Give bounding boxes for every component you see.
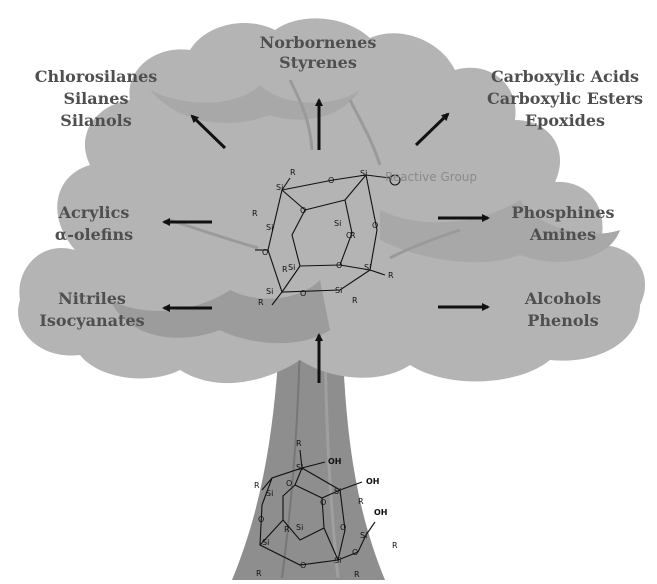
label-isocyanates: Isocyanates [39,311,144,330]
o-atom: O [328,176,334,185]
si-atom: Si [360,531,367,540]
r-group: R [350,231,356,240]
o-atom: O [336,261,342,270]
label-phosphines: Phosphines [511,203,614,222]
label-reactive-group: Reactive Group [385,170,477,184]
si-atom: Si [262,538,269,547]
label-carboxylic-acids: Carboxylic Acids [491,67,639,86]
label-nitriles: Nitriles [58,289,126,308]
si-atom: Si [364,263,371,272]
label-silanes: Silanes [64,89,129,108]
si-atom: Si [334,219,341,228]
r-group: R [352,296,358,305]
label-carboxylic-esters: Carboxylic Esters [487,89,643,108]
oh-group: OH [366,477,380,486]
o-atom: O [372,221,378,230]
o-atom: O [300,289,306,298]
r-group: R [296,439,302,448]
oh-group: OH [328,457,342,466]
si-atom: Si [335,286,342,295]
label-styrenes: Styrenes [279,53,357,72]
si-atom: Si [296,523,303,532]
si-atom: Si [266,223,273,232]
si-atom: Si [288,263,295,272]
r-group: R [282,265,288,274]
label-chlorosilanes: Chlorosilanes [35,67,158,86]
label-alpha-olefins: α-olefins [55,225,133,244]
o-atom: O [352,548,358,557]
o-atom: O [320,498,326,507]
label-acrylics: Acrylics [58,203,130,222]
r-group: R [290,168,296,177]
r-group: R [258,298,264,307]
o-atom: O [262,248,268,257]
r-group: R [252,209,258,218]
label-epoxides: Epoxides [525,111,605,130]
si-atom: Si [360,169,367,178]
si-atom: Si [266,489,273,498]
label-phenols: Phenols [527,311,598,330]
r-group: R [256,569,262,578]
o-atom: O [300,206,306,215]
si-atom: Si [334,556,341,565]
r-group: R [284,525,290,534]
r-group: R [254,481,260,490]
r-group: R [388,271,394,280]
label-alcohols: Alcohols [524,289,601,308]
o-atom: O [300,561,306,570]
r-group: R [392,541,398,550]
r-group: R [358,497,364,506]
label-amines: Amines [529,225,596,244]
label-norbornenes: Norbornenes [260,33,377,52]
r-group: R [354,570,360,579]
oh-group: OH [374,508,388,517]
si-atom: Si [276,183,283,192]
si-atom: Si [334,487,341,496]
si-atom: Si [266,287,273,296]
label-silanols: Silanols [60,111,131,130]
o-atom: O [286,479,292,488]
o-atom: O [258,515,264,524]
o-atom: O [340,523,346,532]
si-atom: Si [296,463,303,472]
